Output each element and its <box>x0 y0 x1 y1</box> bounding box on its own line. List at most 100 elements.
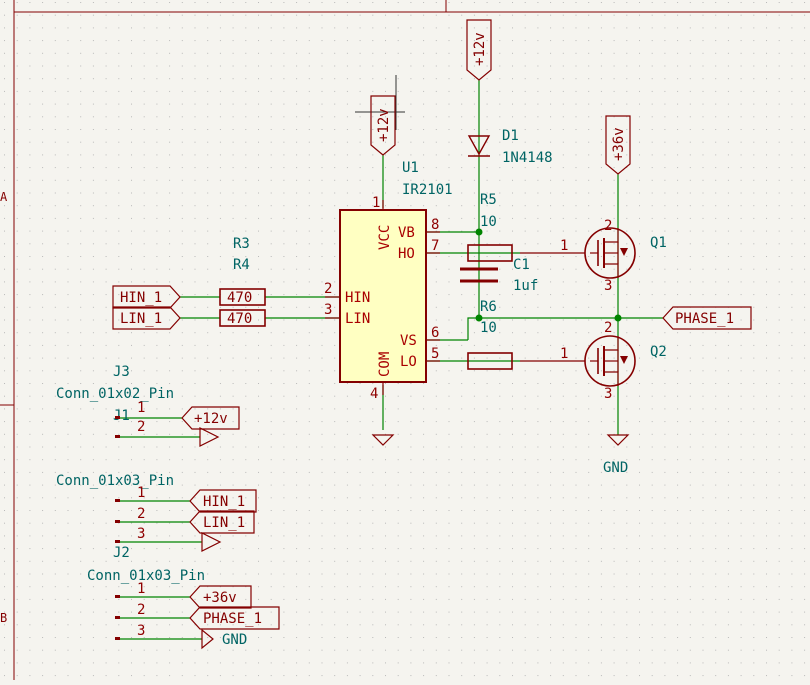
power-12v-u1[interactable]: +12v <box>355 75 405 156</box>
u1-ir2101[interactable]: VCC COM VB HO HIN LIN VS LO 1 8 7 2 3 6 … <box>324 195 440 402</box>
q1-ref: Q1 <box>650 235 667 251</box>
j2-pin-1: 1 <box>137 581 145 597</box>
j1-value: Conn_01x03_Pin <box>56 473 174 489</box>
c1-capacitor[interactable] <box>460 267 498 283</box>
wires <box>117 80 663 640</box>
j1-pin-2: 2 <box>137 506 145 522</box>
j1-lin-label[interactable]: LIN_1 <box>189 510 255 534</box>
pin-vcc: VCC <box>377 225 393 250</box>
d1-diode[interactable] <box>467 135 491 157</box>
j2-connector[interactable] <box>115 595 120 640</box>
gnd-q2-label: GND <box>603 460 628 476</box>
pin-vb: VB <box>398 225 415 241</box>
junctions <box>475 228 622 322</box>
j1-ref-overlap: J1 <box>113 408 130 424</box>
j1-connector[interactable] <box>115 499 120 543</box>
j1-pin-1: 1 <box>137 485 145 501</box>
lin-label-text: LIN_1 <box>120 311 162 327</box>
j1-lin-label-text: LIN_1 <box>203 515 245 531</box>
power-12v-d1[interactable]: +12v <box>466 19 492 81</box>
c1-ref: C1 <box>513 257 530 273</box>
pin-num-lin: 3 <box>324 302 332 318</box>
c1-value: 1uf <box>513 278 538 294</box>
j2-value: Conn_01x03_Pin <box>87 568 205 584</box>
r4-resistor[interactable]: 470 <box>219 309 266 327</box>
d1-value: 1N4148 <box>502 150 553 166</box>
r6-value: 10 <box>480 320 497 336</box>
j3-value: Conn_01x02_Pin <box>56 386 174 402</box>
junction-vs <box>475 314 483 322</box>
j3-pin-2: 2 <box>137 419 145 435</box>
j1-hin-label-text: HIN_1 <box>203 494 245 510</box>
hin-label[interactable]: HIN_1 <box>112 285 181 309</box>
q2-ref: Q2 <box>650 344 667 360</box>
power-36v-q1[interactable]: +36v <box>605 115 631 175</box>
pin-lin: LIN <box>345 311 370 327</box>
d1-ref: D1 <box>502 128 519 144</box>
gnd-j2[interactable] <box>201 628 214 650</box>
junction-phase <box>614 314 622 322</box>
pin-vs: VS <box>400 333 417 349</box>
pin-num-hin: 2 <box>324 281 332 297</box>
r5-ref: R5 <box>480 192 497 208</box>
q2-mosfet[interactable] <box>520 335 636 387</box>
r4-ref: R4 <box>233 257 250 273</box>
j2-36v-label-text: +36v <box>203 590 237 606</box>
gnd-j1[interactable] <box>201 532 222 552</box>
r5-resistor[interactable] <box>467 244 513 262</box>
r3-resistor[interactable]: 470 <box>219 288 266 306</box>
border-row-b: B <box>0 611 7 625</box>
j3-ref: J3 <box>113 364 130 380</box>
phase-label-text: PHASE_1 <box>675 311 734 327</box>
pin-num-vb: 8 <box>431 217 439 233</box>
pin-num-vcc: 1 <box>372 195 380 211</box>
j2-36v-label[interactable]: +36v <box>189 585 252 609</box>
lin-label[interactable]: LIN_1 <box>112 306 181 330</box>
j2-ref: J2 <box>113 545 130 561</box>
j1-pin-3: 3 <box>137 526 145 542</box>
power-12v-d1-label: +12v <box>472 32 488 66</box>
j1-hin-label[interactable]: HIN_1 <box>189 489 257 513</box>
q2-pin-drain: 2 <box>604 320 612 336</box>
q2-pin-gate: 1 <box>560 346 568 362</box>
pin-lo: LO <box>400 354 417 370</box>
gnd-j3[interactable] <box>199 427 220 447</box>
q1-pin-source: 3 <box>604 278 612 294</box>
power-12v-u1-label: +12v <box>376 108 392 142</box>
r6-resistor[interactable] <box>467 352 513 370</box>
border-row-a: A <box>0 190 8 204</box>
pin-hin: HIN <box>345 290 370 306</box>
gnd-q2[interactable] <box>606 434 630 446</box>
pin-num-com: 4 <box>370 386 378 402</box>
j2-phase-label[interactable]: PHASE_1 <box>189 606 280 630</box>
phase-label[interactable]: PHASE_1 <box>662 306 752 330</box>
r6-ref: R6 <box>480 299 497 315</box>
pin-num-ho: 7 <box>431 238 439 254</box>
pin-num-vs: 6 <box>431 325 439 341</box>
j3-12v-label-text: +12v <box>194 411 228 427</box>
r5-value: 10 <box>480 214 497 230</box>
q1-pin-drain: 2 <box>604 218 612 234</box>
j3-connector[interactable] <box>115 416 120 438</box>
r3-ref: R3 <box>233 236 250 252</box>
pin-ho: HO <box>398 246 415 262</box>
q1-pin-gate: 1 <box>560 238 568 254</box>
j3-pin-1: 1 <box>137 400 145 416</box>
hin-label-text: HIN_1 <box>120 290 162 306</box>
r4-value: 470 <box>227 311 252 327</box>
r3-value: 470 <box>227 290 252 306</box>
pin-com: COM <box>377 352 393 377</box>
junction-vb <box>475 228 483 236</box>
j2-pin-2: 2 <box>137 602 145 618</box>
j3-12v-label[interactable]: +12v <box>181 406 240 430</box>
j2-pin-3: 3 <box>137 623 145 639</box>
q1-mosfet[interactable] <box>520 227 636 279</box>
pin-num-lo: 5 <box>431 346 439 362</box>
gnd-u1[interactable] <box>371 434 395 446</box>
power-36v-q1-label: +36v <box>611 127 627 161</box>
gnd-j2-label: GND <box>222 632 247 648</box>
q2-pin-source: 3 <box>604 386 612 402</box>
